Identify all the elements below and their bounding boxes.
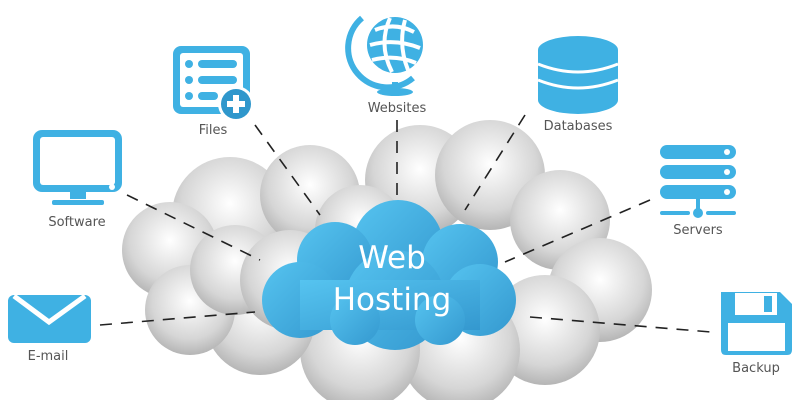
node-label-backup: Backup <box>732 361 780 376</box>
connector-files <box>254 124 321 216</box>
monitor-icon[interactable] <box>33 130 122 205</box>
globe-icon[interactable] <box>345 15 423 96</box>
node-label-servers: Servers <box>673 223 723 238</box>
connector-email <box>99 311 256 326</box>
center-title-line2: Hosting <box>333 282 452 318</box>
connectors <box>99 114 712 333</box>
envelope-icon[interactable] <box>8 293 91 343</box>
server-icon[interactable] <box>660 145 736 218</box>
connector-servers <box>504 199 651 263</box>
web-hosting-cloud <box>262 200 516 350</box>
database-icon[interactable] <box>537 36 619 114</box>
node-label-databases: Databases <box>544 119 613 134</box>
connector-databases <box>464 114 526 211</box>
node-label-websites: Websites <box>368 101 427 116</box>
connector-software <box>126 194 261 261</box>
node-label-email: E-mail <box>28 349 69 364</box>
center-title-line1: Web <box>358 240 426 276</box>
file-list-add-icon[interactable] <box>173 46 254 122</box>
node-label-software: Software <box>48 215 105 230</box>
floppy-disk-icon[interactable] <box>721 292 792 355</box>
node-label-files: Files <box>199 123 228 138</box>
connector-backup <box>529 316 712 333</box>
